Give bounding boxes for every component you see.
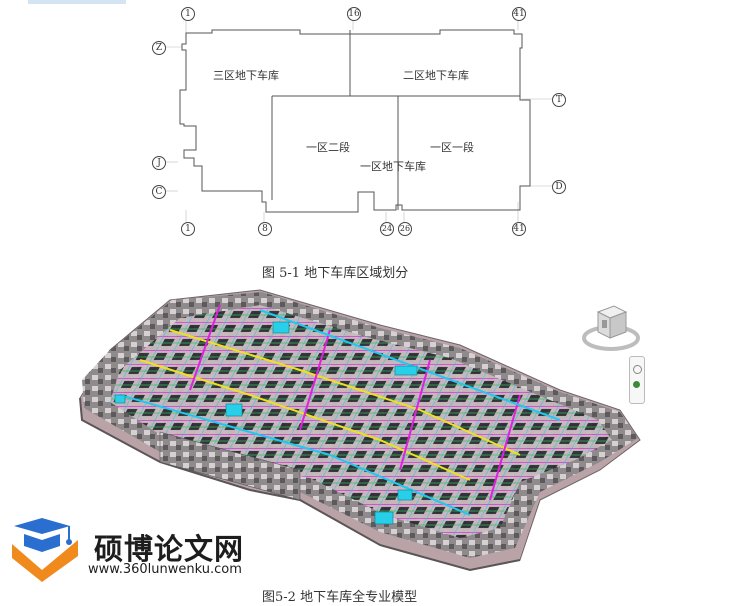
steering-wheel-icon[interactable]	[633, 365, 642, 374]
floor-plan-drawing	[164, 19, 552, 222]
axis-left-j: J	[152, 156, 166, 170]
axis-bottom-41: 41	[512, 222, 526, 236]
watermark-name: 硕博论文网	[94, 532, 245, 566]
zone-label-2: 二区地下车库	[403, 69, 469, 82]
view-cube-icon[interactable]	[580, 300, 642, 356]
zoom-icon[interactable]	[633, 381, 640, 388]
bim-model-render	[79, 289, 641, 572]
axis-bottom-24: 24	[380, 222, 394, 236]
axis-right-d: D	[552, 180, 566, 194]
axis-bottom-26: 26	[398, 222, 412, 236]
axis-top-1: 1	[181, 7, 195, 21]
zone-label-3: 三区地下车库	[213, 69, 279, 82]
figure-5-1-caption: 图 5-1 地下车库区域划分	[262, 266, 409, 281]
axis-left-c: C	[152, 185, 166, 199]
figure-5-2-caption: 图5-2 地下车库全专业模型	[262, 590, 418, 605]
watermark-url: www.360lunwenku.com	[88, 562, 242, 577]
zone-label-1-seg1: 一区一段	[430, 141, 474, 154]
axis-top-41: 41	[512, 7, 526, 21]
corner-strip	[28, 0, 126, 4]
navigation-bar[interactable]	[629, 356, 645, 404]
zone-label-1: 一区地下车库	[360, 160, 426, 173]
axis-left-z: Z	[152, 41, 166, 55]
axis-bottom-1: 1	[181, 222, 195, 236]
graduation-cap-logo-icon	[12, 518, 78, 582]
axis-right-t: T	[552, 93, 566, 107]
axis-top-16: 16	[347, 7, 361, 21]
zone-label-1-seg2: 一区二段	[306, 141, 350, 154]
axis-bottom-8: 8	[258, 222, 272, 236]
